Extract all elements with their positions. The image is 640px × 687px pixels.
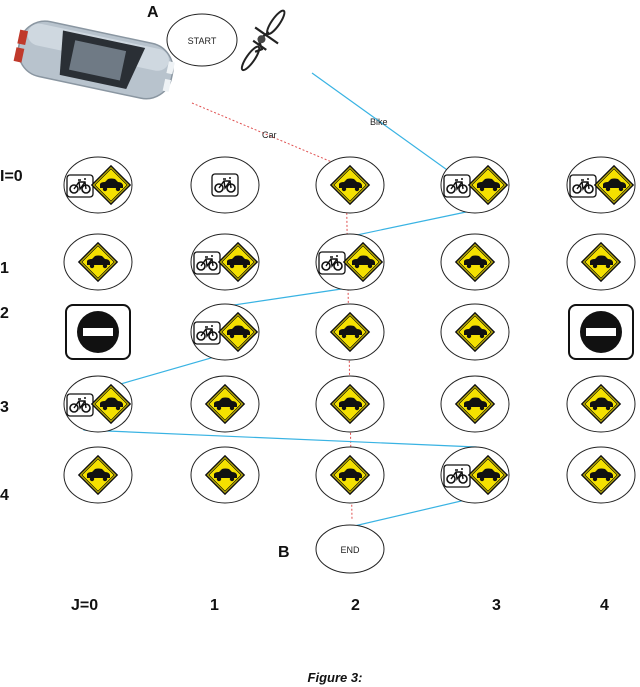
cell-3-4 [566, 375, 636, 433]
bike-icon [443, 464, 471, 488]
row-label-4: 4 [0, 487, 9, 504]
col-label-3: 3 [492, 597, 501, 614]
grid-cells [63, 156, 636, 504]
no-entry-icon [65, 304, 131, 360]
bike-icon [569, 174, 597, 198]
cell-1-3 [440, 233, 510, 291]
cell-0-4 [566, 156, 636, 214]
cell-4-1 [190, 446, 260, 504]
bike-icon [193, 321, 221, 345]
paths-layer: Car Bike [81, 72, 477, 528]
figure-caption: Figure 3: [308, 670, 363, 685]
cell-0-2 [315, 156, 385, 214]
cell-2-0 [65, 304, 131, 360]
cell-3-2 [315, 375, 385, 433]
cell-4-4 [566, 446, 636, 504]
row-labels: I=0 1 2 3 4 [0, 168, 23, 504]
car-illustration [13, 20, 175, 100]
cell-4-0 [63, 446, 133, 504]
col-label-2: 2 [351, 597, 360, 614]
cell-2-3 [440, 303, 510, 361]
start-label: START [188, 36, 217, 46]
cell-0-1 [190, 156, 260, 214]
endpoints: START END A B [147, 4, 385, 574]
end-label: END [340, 545, 360, 555]
row-label-3: 3 [0, 399, 9, 416]
cell-2-2 [315, 303, 385, 361]
cell-2-1 [190, 303, 260, 361]
cell-1-0 [63, 233, 133, 291]
cell-2-4 [568, 304, 634, 360]
car-path-label: Car [262, 130, 277, 140]
bike-path-label: Bike [370, 117, 388, 127]
cell-3-3 [440, 375, 510, 433]
point-a-label: A [147, 4, 159, 21]
cell-0-0 [63, 156, 133, 214]
bike-icon [66, 174, 94, 198]
col-label-0: J=0 [71, 597, 98, 614]
col-label-1: 1 [210, 597, 219, 614]
no-entry-icon [568, 304, 634, 360]
bike-icon [193, 251, 221, 275]
cell-4-3 [440, 446, 510, 504]
cell-1-4 [566, 233, 636, 291]
cell-0-3 [440, 156, 510, 214]
cell-1-1 [190, 233, 260, 291]
row-label-2: 2 [0, 305, 9, 322]
bike-illustration [240, 9, 286, 72]
cell-3-0 [63, 375, 133, 433]
row-label-1: 1 [0, 260, 9, 277]
point-b-label: B [278, 544, 290, 561]
col-label-4: 4 [600, 597, 609, 614]
bike-path-line [81, 72, 477, 528]
row-label-0: I=0 [0, 168, 23, 185]
start-node [166, 13, 238, 67]
bike-icon [211, 173, 239, 197]
bike-icon [443, 174, 471, 198]
end-node [315, 524, 385, 574]
column-labels: J=0 1 2 3 4 [71, 597, 609, 614]
cell-1-2 [315, 233, 385, 291]
cell-3-1 [190, 375, 260, 433]
cell-4-2 [315, 446, 385, 504]
bike-icon [66, 393, 94, 417]
bike-icon [318, 251, 346, 275]
